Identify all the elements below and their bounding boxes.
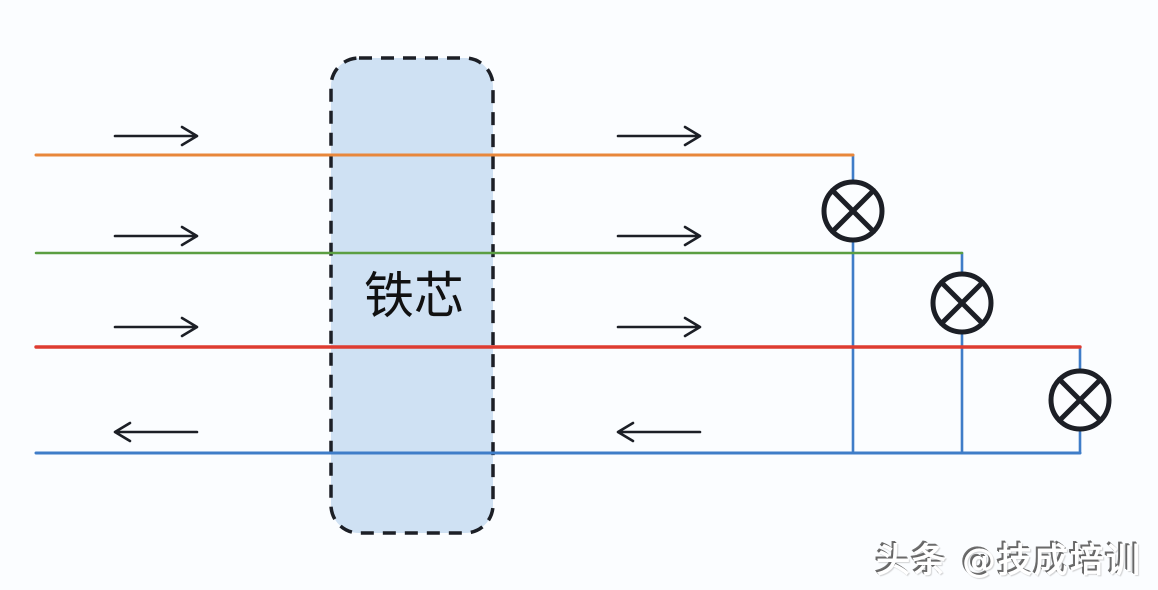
right-arrow-icon: [616, 225, 702, 247]
iron-core: [329, 56, 495, 535]
right-arrow-icon: [616, 125, 702, 147]
right-arrow-icon: [113, 225, 199, 247]
lamp-cross-line: [830, 188, 876, 234]
left-arrow-icon: [616, 421, 702, 443]
lamp-3-icon: [1048, 368, 1112, 432]
right-arrow-icon: [616, 316, 702, 338]
left-arrow-icon: [113, 421, 199, 443]
watermark: 头条 @技成培训: [876, 541, 1142, 581]
lamp-1-icon: [821, 179, 885, 243]
lamp-2-icon: [930, 271, 994, 335]
right-arrow-icon: [113, 125, 199, 147]
lamp-cross-line: [939, 280, 985, 326]
lamp-cross-line: [1057, 377, 1103, 423]
iron-core-label: 铁芯: [364, 267, 464, 325]
right-arrow-icon: [113, 316, 199, 338]
